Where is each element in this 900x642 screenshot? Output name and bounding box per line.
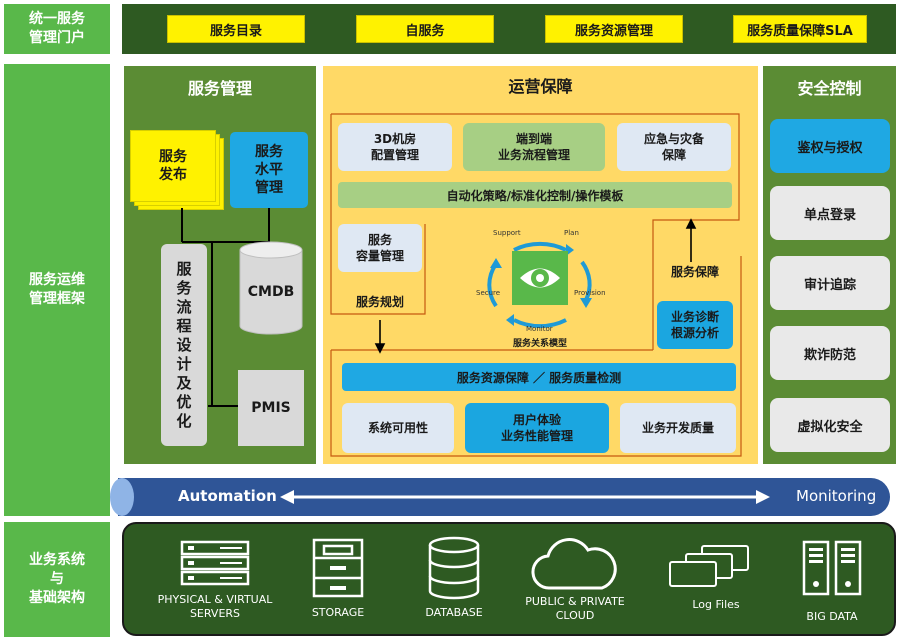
cloud-label: PUBLIC & PRIVATE CLOUD — [525, 595, 625, 622]
cmdb-cylinder-icon — [239, 241, 303, 335]
double-arrow-icon — [280, 490, 770, 504]
big-data-icon — [802, 540, 862, 596]
room-config-card[interactable]: 3D机房 配置管理 — [338, 123, 452, 171]
resource-management-button[interactable]: 服务资源管理 — [545, 15, 683, 43]
monitoring-label: Monitoring — [796, 487, 877, 505]
storage-icon — [312, 538, 364, 598]
service-assurance-label: 服务保障 — [670, 264, 719, 279]
dev-quality-card[interactable]: 业务开发质量 — [620, 403, 736, 453]
automation-label: Automation — [178, 487, 277, 505]
security-title: 安全控制 — [797, 79, 862, 98]
service-management-title: 服务管理 — [187, 79, 252, 98]
framework-label: 服务运维 管理框架 — [4, 64, 110, 516]
service-connectors — [181, 208, 270, 407]
cloud-icon — [531, 538, 617, 590]
cmdb-label[interactable]: CMDB — [247, 284, 295, 300]
process-design-card[interactable]: 服 务 流 程 设 计 及 优 化 — [161, 244, 207, 446]
diagnosis-card[interactable]: 业务诊断 根源分析 — [657, 301, 733, 349]
pipe-end-cap — [110, 478, 134, 516]
fraud-item[interactable]: 欺诈防范 — [770, 326, 890, 380]
e2e-process-card[interactable]: 端到端 业务流程管理 — [463, 123, 605, 171]
log-files-label: Log Files — [692, 598, 740, 611]
storage-label: STORAGE — [311, 606, 365, 619]
service-level-card[interactable]: 服务 水平 管理 — [230, 132, 308, 208]
cycle-secure: Secure — [476, 289, 501, 297]
eye-icon — [520, 268, 560, 288]
cycle-monitor: Monitor — [526, 325, 553, 333]
big-data-label: BIG DATA — [806, 610, 858, 623]
database-icon — [428, 536, 480, 600]
cycle-provision: Provision — [574, 289, 606, 297]
emergency-card[interactable]: 应急与灾备 保障 — [617, 123, 731, 171]
cycle-arrows-icon — [487, 241, 592, 329]
server-icon — [180, 540, 250, 586]
portal-label: 统一服务 管理门户 — [4, 4, 110, 54]
operations-title: 运营保障 — [508, 77, 573, 96]
availability-card[interactable]: 系统可用性 — [342, 403, 454, 453]
infrastructure-bar — [122, 522, 896, 636]
database-label: DATABASE — [425, 606, 483, 619]
service-publish-card[interactable]: 服务 发布 — [130, 130, 216, 202]
auth-item[interactable]: 鉴权与授权 — [770, 119, 890, 173]
audit-item[interactable]: 审计追踪 — [770, 256, 890, 310]
log-files-icon — [669, 545, 749, 587]
cycle-support: Support — [493, 229, 521, 237]
capacity-card[interactable]: 服务 容量管理 — [338, 224, 422, 272]
ops-loop-outline — [330, 113, 742, 457]
resource-quality-bar[interactable]: 服务资源保障 ／ 服务质量检测 — [342, 363, 736, 391]
cycle-plan: Plan — [564, 229, 579, 237]
self-service-button[interactable]: 自服务 — [356, 15, 494, 43]
pmis-card[interactable]: PMIS — [238, 370, 304, 446]
infra-label: 业务系统 与 基础架构 — [4, 522, 110, 637]
virtualization-item[interactable]: 虚拟化安全 — [770, 398, 890, 452]
service-catalog-button[interactable]: 服务目录 — [167, 15, 305, 43]
servers-label: PHYSICAL & VIRTUAL SERVERS — [157, 593, 273, 620]
service-planning-label: 服务规划 — [355, 294, 404, 309]
model-label: 服务关系模型 — [512, 338, 567, 349]
user-experience-card[interactable]: 用户体验 业务性能管理 — [465, 403, 609, 453]
automation-policy-bar[interactable]: 自动化策略/标准化控制/操作模板 — [338, 182, 732, 208]
sso-item[interactable]: 单点登录 — [770, 186, 890, 240]
sla-button[interactable]: 服务质量保障SLA — [733, 15, 867, 43]
